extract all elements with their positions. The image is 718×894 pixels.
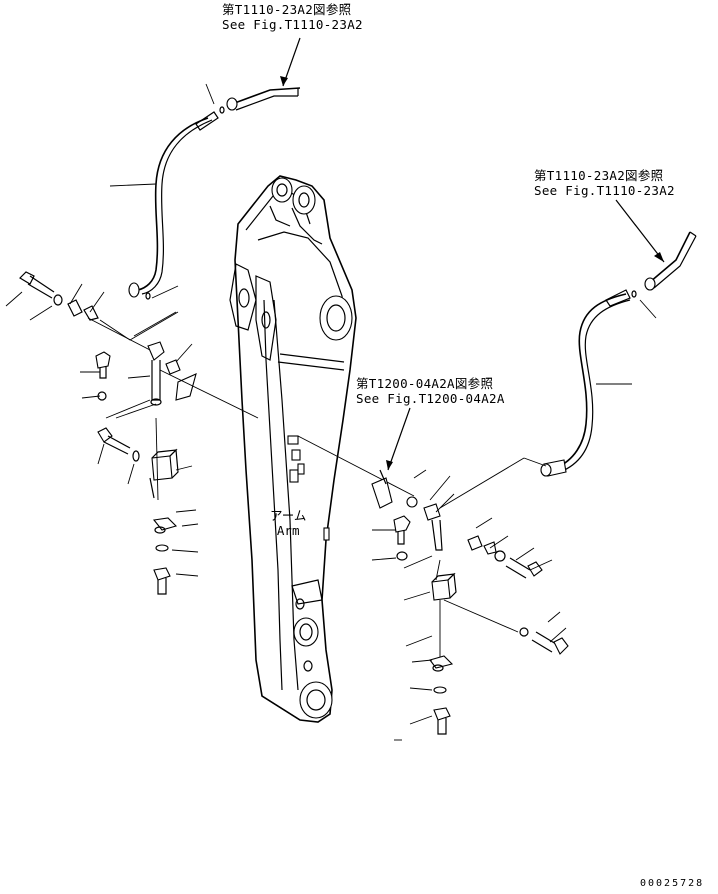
reference-note-middle-en: See Fig.T1200-04A2A: [356, 391, 505, 406]
reference-note-right: 第T1110-23A2図参照 See Fig.T1110-23A2: [534, 168, 675, 198]
reference-note-middle-jp: 第T1200-04A2A図参照: [356, 376, 494, 391]
left-hose: [109, 37, 301, 300]
arm-label-jp: アーム: [270, 508, 307, 523]
reference-note-top-jp: 第T1110-23A2図参照: [222, 2, 352, 17]
right-hose: [439, 199, 697, 509]
arm-body: [229, 175, 357, 723]
reference-note-top-en: See Fig.T1110-23A2: [222, 17, 363, 32]
reference-note-right-en: See Fig.T1110-23A2: [534, 183, 675, 198]
drawing-number: 00025728: [640, 878, 705, 889]
arm-label-en: Arm: [276, 523, 300, 538]
reference-note-middle: 第T1200-04A2A図参照 See Fig.T1200-04A2A: [356, 376, 505, 406]
reference-note-top: 第T1110-23A2図参照 See Fig.T1110-23A2: [222, 2, 363, 32]
arm-part-label: アーム Arm: [270, 508, 306, 538]
reference-note-right-jp: 第T1110-23A2図参照: [534, 168, 664, 183]
left-clamp-assembly: [5, 271, 259, 595]
right-clamp-assembly: [297, 407, 569, 741]
